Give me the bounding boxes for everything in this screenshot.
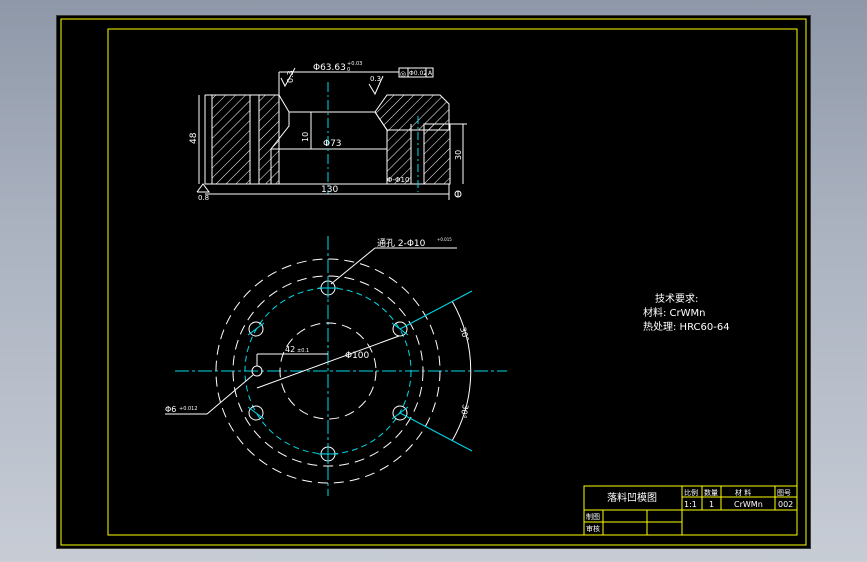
roughness-top: 0.3 — [370, 75, 381, 83]
gdt-ref: A — [428, 70, 433, 77]
tb-qty: 1 — [709, 500, 714, 509]
tb-scale: 1:1 — [684, 500, 697, 509]
inner-frame — [107, 28, 798, 536]
hole-cl — [247, 322, 265, 336]
bolt-hole — [392, 405, 408, 421]
inner-profile-left — [270, 94, 290, 184]
pin-note-tol: +0.012 — [179, 406, 198, 412]
roughness-left-value: 0.8 — [198, 194, 209, 202]
cad-drawing: 48 Φ63.63 +0.03 0 0.3 0.3 ◎ Φ0.02 A 10 Φ… — [60, 18, 807, 546]
hatch-right-pocket — [423, 123, 451, 185]
dim-width: 130 — [321, 185, 338, 195]
outer-circle — [215, 258, 441, 484]
inner-circle — [279, 322, 377, 420]
tb-drawing-name: 落料凹模图 — [607, 491, 657, 504]
hatch-left-wall — [211, 94, 251, 185]
hole-note: 通孔 2-Φ10 — [377, 238, 426, 249]
dim-pocket: 30 — [454, 150, 463, 160]
dim-depth: 10 — [301, 132, 310, 142]
tb-material: CrWMn — [734, 500, 763, 509]
mid-circle — [232, 275, 424, 467]
tb-h-material: 材 料 — [735, 488, 751, 497]
drawing-sheet: 48 Φ63.63 +0.03 0 0.3 0.3 ◎ Φ0.02 A 10 Φ… — [56, 15, 811, 549]
dim-height: 48 — [189, 132, 199, 144]
roughness-top-right — [368, 75, 384, 96]
angle-arc — [451, 300, 472, 442]
technical-requirements: 技术要求: 材料: CrWMn 热处理: HRC60-64 — [643, 292, 730, 333]
pin-note: Φ6 — [165, 405, 176, 414]
tech-material: 材料: CrWMn — [643, 306, 706, 319]
dim-offset-tol: ±0.1 — [297, 348, 309, 354]
tb-h-scale: 比例 — [684, 488, 698, 497]
bolt-hole — [248, 405, 264, 421]
hole-cl — [247, 406, 265, 420]
tb-h-qty: 数量 — [704, 488, 718, 497]
angle-ray2 — [399, 412, 473, 452]
tb-h-no: 图号 — [777, 489, 791, 497]
tb-no: 002 — [778, 500, 793, 509]
dim-inner-dia: Φ73 — [323, 139, 342, 149]
pin-note-leader — [206, 374, 254, 415]
bolt-hole — [392, 321, 408, 337]
angle-ray1 — [399, 290, 473, 330]
dim-topdia-tol: +0.03 — [347, 61, 362, 67]
tb-check: 审核 — [586, 524, 600, 533]
outer-frame — [60, 18, 807, 546]
hole-note-tol: +0.015 — [437, 237, 452, 242]
gdt-value: Φ0.02 — [409, 70, 427, 77]
inner-profile-right — [374, 111, 388, 184]
dim-hole-dia: Φ-Φ10 — [387, 176, 409, 184]
section-view: 48 Φ63.63 +0.03 0 0.3 0.3 ◎ Φ0.02 A 10 Φ… — [189, 61, 467, 202]
roughness-top-left — [280, 67, 296, 88]
dim-dia-line — [256, 335, 400, 389]
hatch-left-thin — [258, 94, 280, 185]
bolt-hole — [248, 321, 264, 337]
dim-topdia-tol2: 0 — [347, 67, 350, 73]
angle-1: 30° — [458, 326, 470, 342]
dim-circle-dia: Φ100 — [345, 351, 370, 361]
title-block: 落料凹模图 比例 数量 材 料 图号 1:1 1 CrWMn 002 制图 审核 — [583, 485, 798, 536]
tech-heading: 技术要求: — [655, 292, 698, 305]
hatch-right-lower — [386, 129, 412, 185]
tb-draw: 制图 — [586, 512, 600, 521]
dim-offset: 42 — [285, 345, 295, 354]
bolt-holes — [247, 278, 409, 464]
tech-heat: 热处理: HRC60-64 — [643, 320, 730, 333]
hole-note-leader — [330, 247, 376, 285]
roughness-left — [196, 183, 210, 193]
dim-topdia: Φ63.63 — [313, 63, 346, 73]
plan-view: Φ100 42 ±0.1 通孔 2-Φ10 +0.015 Φ6 +0.012 3… — [165, 236, 507, 496]
gdt-symbol: ◎ — [400, 70, 406, 78]
angle-2: 30° — [459, 404, 470, 420]
